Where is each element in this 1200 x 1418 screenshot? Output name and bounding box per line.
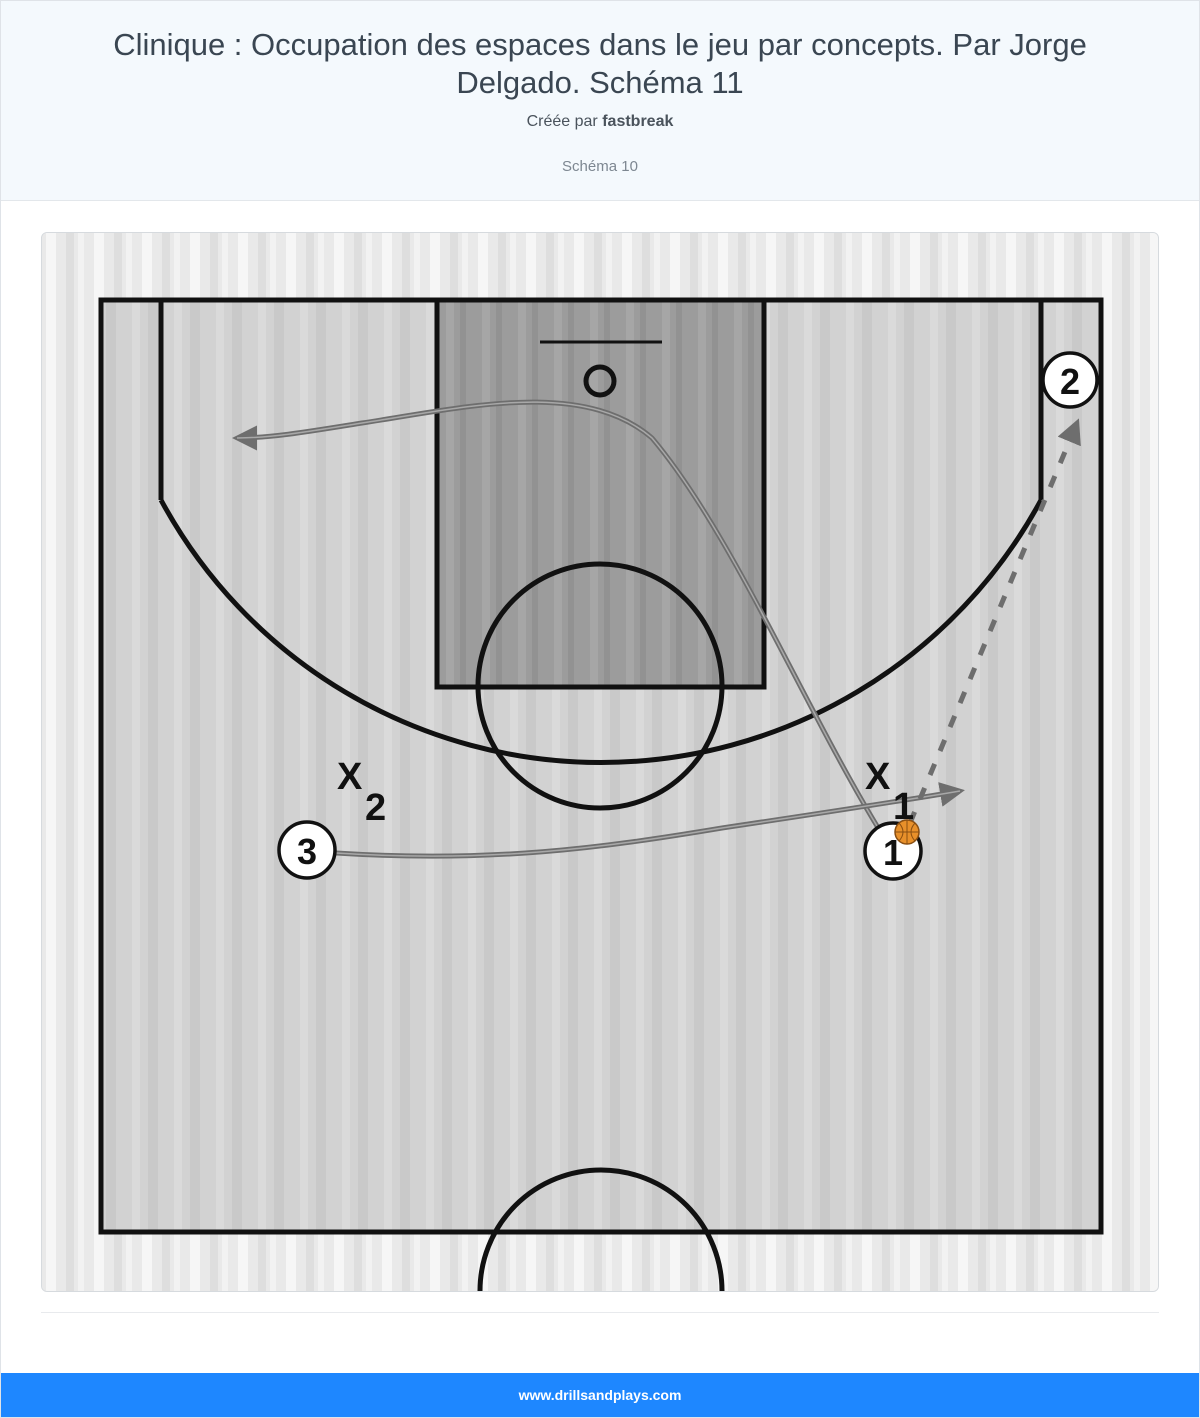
- diagram-subtitle: Schéma 10: [562, 158, 638, 175]
- author-link[interactable]: fastbreak: [602, 113, 674, 130]
- site-link[interactable]: www.drillsandplays.com: [518, 1387, 682, 1403]
- lane-lines: [434, 297, 767, 690]
- players: 3 1 2: [277, 351, 1099, 881]
- basket-rim: [583, 364, 617, 398]
- defender-x2-number: 2: [365, 787, 386, 829]
- paint-area: [437, 300, 764, 687]
- cut-arrow-3-highlight: [335, 790, 961, 857]
- free-throw-circle: [475, 561, 725, 811]
- pass-arrow: [907, 418, 1081, 824]
- created-by-label: Créée par: [526, 113, 598, 130]
- actions: [232, 399, 1081, 859]
- defender-x1-mark: X: [865, 756, 891, 798]
- defender-x1-number: 1: [893, 786, 914, 828]
- defenders: X 2 X 1: [337, 756, 914, 829]
- court-lines: [98, 297, 1104, 1291]
- page-footer: www.drillsandplays.com: [1, 1373, 1199, 1417]
- court-svg: X 2 X 1 3 1 2: [42, 233, 1158, 1291]
- author-byline: Créée par fastbreak: [1, 113, 1199, 131]
- content-divider: [41, 1312, 1159, 1313]
- player-2-label: 2: [1060, 361, 1080, 402]
- player-3-label: 3: [297, 831, 317, 872]
- page-title: Clinique : Occupation des espaces dans l…: [113, 27, 1087, 100]
- player-2[interactable]: 2: [1041, 351, 1099, 409]
- basketball-icon: [894, 819, 920, 845]
- three-point-arc: [158, 498, 1044, 766]
- player-3[interactable]: 3: [277, 820, 337, 880]
- center-circle: [477, 1167, 725, 1291]
- defender-x2-mark: X: [337, 756, 363, 798]
- player-1-label: 1: [883, 832, 903, 873]
- play-diagram: X 2 X 1 3 1 2: [41, 232, 1159, 1292]
- cut-arrow-1-highlight: [236, 401, 881, 832]
- page-header: Clinique : Occupation des espaces dans l…: [1, 1, 1199, 201]
